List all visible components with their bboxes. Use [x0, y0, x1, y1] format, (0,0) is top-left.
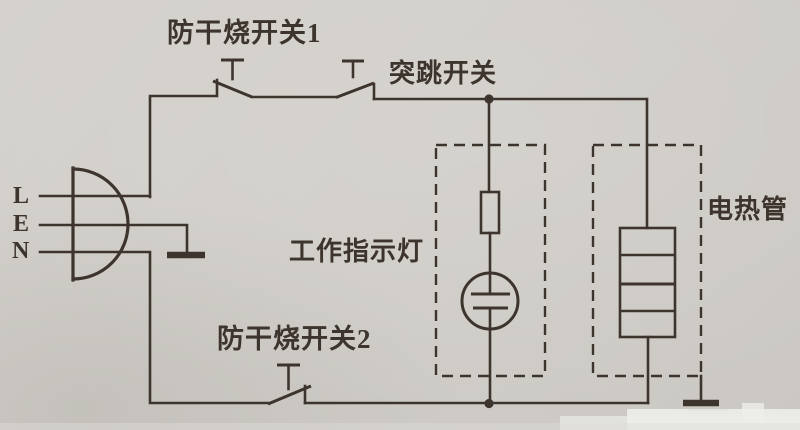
terminal-e-label: E	[13, 211, 30, 237]
watermark-patch	[0, 403, 800, 430]
label-indicator-lamp: 工作指示灯	[289, 237, 425, 266]
label-anti-dry-switch-1: 防干烧开关1	[167, 18, 322, 48]
label-anti-dry-switch-2: 防干烧开关2	[217, 324, 372, 354]
label-trip-switch: 突跳开关	[389, 59, 498, 88]
indicator-lamp-box	[434, 143, 547, 378]
earth-symbol-right	[683, 374, 728, 411]
terminal-n-label: N	[12, 238, 30, 264]
terminal-l-label: L	[13, 183, 30, 209]
resistor	[479, 190, 501, 235]
label-heater: 电热管	[707, 195, 789, 224]
anti-dry-switch-2	[267, 363, 312, 406]
main-wire-top	[372, 97, 649, 230]
lead-wires	[38, 94, 270, 405]
thermal-trip-switch	[335, 59, 376, 101]
heater-box	[591, 143, 703, 378]
junction-dot-top	[484, 94, 494, 104]
anti-dry-switch-1	[212, 58, 253, 99]
heating-element	[618, 226, 677, 405]
indicator-branch	[460, 97, 520, 405]
